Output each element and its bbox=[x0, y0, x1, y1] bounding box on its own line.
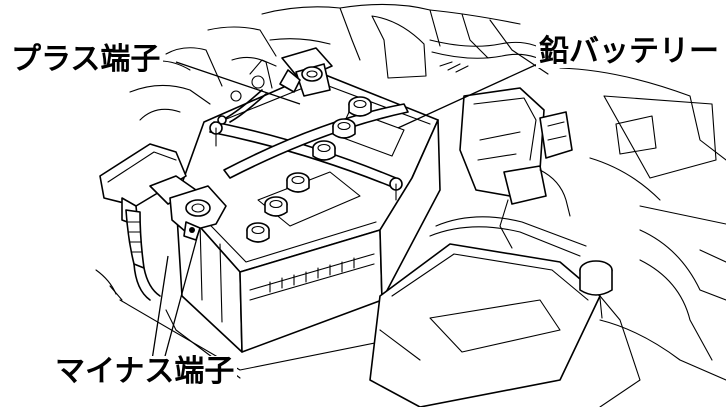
cap-3 bbox=[312, 140, 336, 161]
minus-callout-line-1 bbox=[151, 255, 169, 361]
wire-harness bbox=[459, 87, 573, 249]
cap-5 bbox=[264, 196, 288, 217]
minus-callout-line-2 bbox=[163, 233, 199, 361]
minus-terminal bbox=[99, 143, 227, 301]
reservoir-cap bbox=[579, 259, 726, 381]
cap-1 bbox=[348, 96, 372, 117]
minus-terminal-label: マイナス端子 bbox=[52, 356, 238, 388]
callout-lines bbox=[151, 61, 543, 361]
plus-terminal bbox=[217, 47, 333, 125]
fuse-box bbox=[369, 216, 641, 408]
plus-terminal-label: プラス端子 bbox=[8, 44, 164, 76]
cap-6 bbox=[246, 222, 270, 243]
cap-4 bbox=[286, 172, 310, 193]
cap-2 bbox=[332, 118, 356, 139]
lead-battery-label: 鉛バッテリー bbox=[536, 36, 722, 68]
cell-caps bbox=[246, 96, 372, 243]
plus-callout-line bbox=[175, 61, 301, 105]
lead-callout-line bbox=[397, 61, 543, 129]
